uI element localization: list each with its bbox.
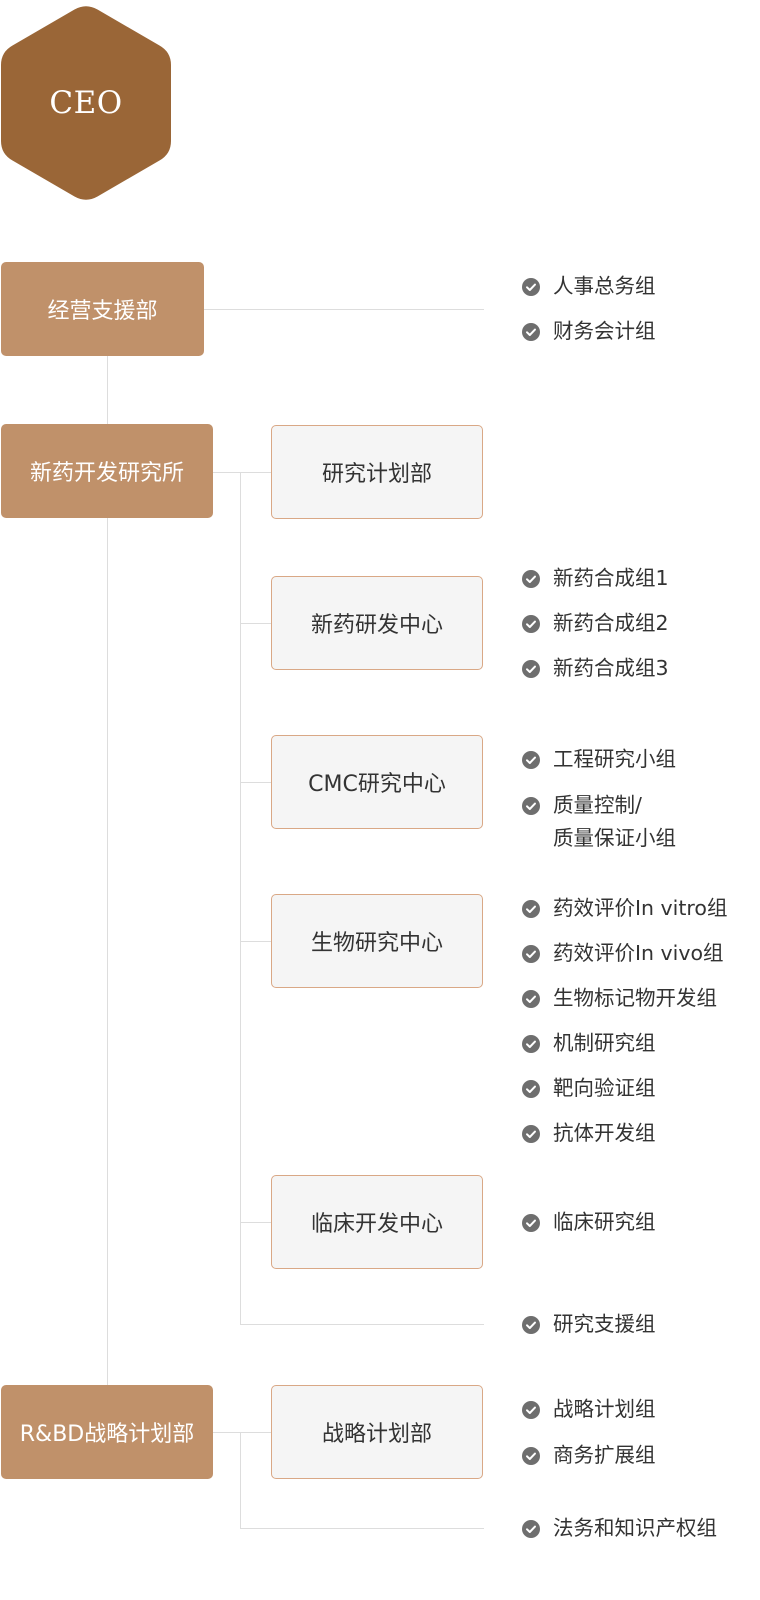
team-name: 商务扩展组 [553,1443,656,1467]
team-name: 机制研究组 [553,1031,656,1055]
team-item: 靶向验证组 [522,1072,656,1105]
check-circle-icon [522,1034,540,1053]
center-clinical-dev: 临床开发中心 [271,1175,483,1269]
team-item: 新药合成组2 [522,607,669,640]
check-circle-icon [522,1400,540,1419]
center-connector-3 [240,782,271,783]
check-circle-icon [522,1446,540,1465]
center-connector-2 [240,623,271,624]
check-circle-icon [522,989,540,1008]
hexagon-icon [1,6,171,200]
institute-connector [213,472,271,473]
center-research-planning: 研究计划部 [271,425,483,519]
dept-drug-research-institute: 新药开发研究所 [1,424,213,518]
check-circle-icon [522,899,540,918]
center-bio-research: 生物研究中心 [271,894,483,988]
team-item: 战略计划组 [522,1393,656,1426]
team-item: 人事总务组 [522,270,656,303]
team-item: 新药合成组3 [522,652,669,685]
team-item: 药效评价In vitro组 [522,892,727,925]
team-item: 研究支援组 [522,1308,656,1341]
ceo-label: CEO [49,85,123,121]
team-name: 药效评价In vitro组 [553,896,728,920]
center-connector-4 [240,941,271,942]
rbd-connector [213,1432,271,1433]
check-circle-icon [522,659,540,678]
center-connector-5 [240,1222,271,1223]
check-circle-icon [522,1519,540,1538]
check-circle-icon [522,569,540,588]
check-circle-icon [522,1079,540,1098]
team-name: 法务和知识产权组 [553,1516,717,1540]
team-item: 质量控制/ 质量保证小组 [522,789,676,855]
check-circle-icon [522,796,540,815]
team-item: 法务和知识产权组 [522,1512,717,1545]
team-name: 抗体开发组 [553,1121,656,1145]
team-name: 新药合成组3 [553,656,669,680]
check-circle-icon [522,1213,540,1232]
center-cmc-research: CMC研究中心 [271,735,483,829]
team-name: 生物标记物开发组 [553,986,717,1010]
team-item: 商务扩展组 [522,1439,656,1472]
center-strategy-planning: 战略计划部 [271,1385,483,1479]
institute-branch-line [240,472,241,1324]
team-item: 抗体开发组 [522,1117,656,1150]
team-name: 质量控制/ 质量保证小组 [553,793,676,850]
team-name: 工程研究小组 [553,747,676,771]
center-drug-rd: 新药研发中心 [271,576,483,670]
team-item: 财务会计组 [522,315,656,348]
team-name: 新药合成组2 [553,611,669,635]
dept-rbd-strategy: R&BD战略计划部 [1,1385,213,1479]
team-item: 临床研究组 [522,1206,656,1239]
legal-connector [240,1528,484,1529]
support-connector [204,309,484,310]
check-circle-icon [522,277,540,296]
rbd-branch-line [240,1432,241,1528]
ceo-node: CEO [0,2,172,204]
team-item: 工程研究小组 [522,743,676,776]
team-name: 药效评价In vivo组 [553,941,724,965]
team-name: 研究支援组 [553,1312,656,1336]
team-name: 财务会计组 [553,319,656,343]
main-trunk-line [107,356,108,1386]
team-item: 药效评价In vivo组 [522,937,724,970]
team-name: 战略计划组 [553,1397,656,1421]
check-circle-icon [522,944,540,963]
check-circle-icon [522,750,540,769]
check-circle-icon [522,614,540,633]
team-name: 人事总务组 [553,274,656,298]
team-item: 机制研究组 [522,1027,656,1060]
check-circle-icon [522,322,540,341]
team-name: 新药合成组1 [553,566,669,590]
team-item: 新药合成组1 [522,562,669,595]
check-circle-icon [522,1315,540,1334]
team-name: 靶向验证组 [553,1076,656,1100]
team-item: 生物标记物开发组 [522,982,717,1015]
team-name: 临床研究组 [553,1210,656,1234]
dept-management-support: 经营支援部 [1,262,204,356]
check-circle-icon [522,1124,540,1143]
research-support-connector [240,1324,484,1325]
